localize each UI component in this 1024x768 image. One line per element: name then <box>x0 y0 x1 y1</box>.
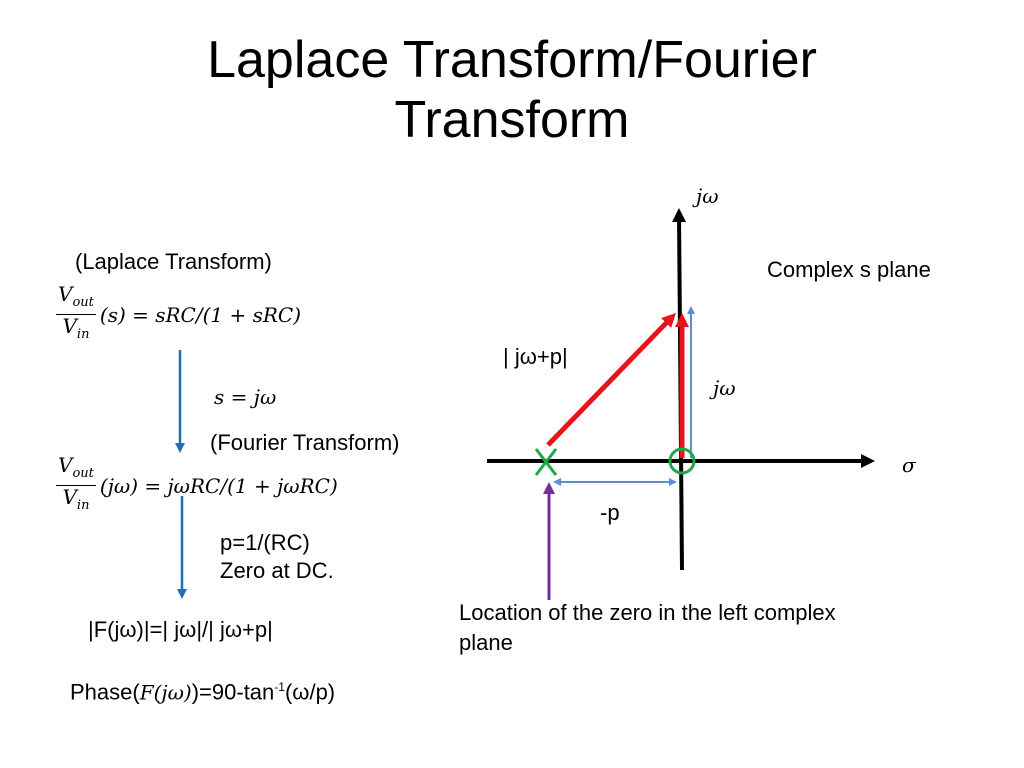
imag-axis-label: jω <box>696 184 719 208</box>
fourier-equation: Vout Vin (jω) = jωRC/(1 + jωRC) <box>56 454 338 517</box>
jw-vector-label: jω <box>713 376 736 400</box>
zero-circle-marker <box>668 447 696 475</box>
title-line-2: Transform <box>394 91 630 149</box>
vout-vin-fraction: Vout Vin <box>56 453 96 513</box>
page-title: Laplace Transform/Fourier Transform <box>0 30 1024 150</box>
vout-vin-fraction: Vout Vin <box>56 282 96 342</box>
zero-note-line-1: Location of the zero in the left complex <box>459 600 836 625</box>
magnitude-equation: |F(jω)|=| jω|/| jω+p| <box>88 617 273 642</box>
laplace-equation-rhs: (s) = sRC/(1 + sRC) <box>99 302 302 327</box>
vector-magnitude-label: | jω+p| <box>503 344 568 369</box>
title-line-1: Laplace Transform/Fourier <box>207 31 817 89</box>
real-axis-label: σ <box>902 453 916 477</box>
phase-equation: Phase(F(jω))=90-tan-1(ω/p) <box>70 679 336 705</box>
pole-x-marker <box>534 448 558 476</box>
zero-note-line-2: plane <box>459 630 513 655</box>
jw-plus-p-vector <box>546 312 676 447</box>
zero-at-dc: Zero at DC. <box>220 558 334 583</box>
laplace-equation: Vout Vin (s) = sRC/(1 + sRC) <box>56 283 301 346</box>
p-definition: p=1/(RC) <box>220 530 310 555</box>
complex-plane-label: Complex s plane <box>767 257 931 282</box>
minus-p-label: -p <box>600 500 620 525</box>
fourier-label: (Fourier Transform) <box>210 430 400 455</box>
laplace-label: (Laplace Transform) <box>75 249 272 274</box>
substitution-label: s = jω <box>214 385 277 409</box>
fourier-equation-rhs: (jω) = jωRC/(1 + jωRC) <box>99 473 338 498</box>
